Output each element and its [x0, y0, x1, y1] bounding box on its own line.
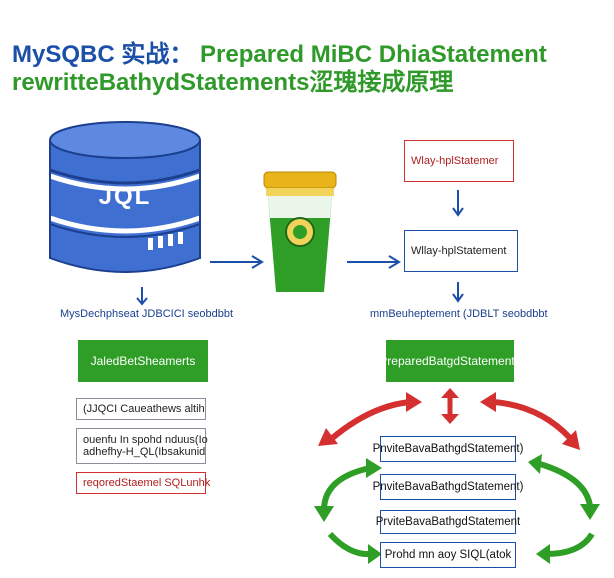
right-panel-item: Prohd mn aoy SIQL(atok — [380, 542, 516, 568]
statement-box-middle-label: Wllay-hplStatement — [411, 245, 507, 257]
title-line-1: MySQBC 实战： Prepared MiBC DhiaStatement — [12, 34, 547, 69]
coffee-cup-icon — [263, 171, 337, 292]
right-panel-item: PrviteBavaBathgdStatement — [376, 510, 520, 534]
title-part-2: Prepared MiBC DhiaStatement — [200, 41, 547, 68]
statement-box-middle: Wllay-hplStatement — [404, 230, 518, 272]
title-line-2: rewritteBathydStatements涩瑰接成原理 — [12, 69, 454, 96]
caption-right: mmBeuheptement (JDBLT seobdbbt — [370, 308, 548, 320]
right-panel-header: PreparedBatgdStatements — [379, 340, 521, 382]
arrow-right-icon — [210, 255, 264, 269]
left-panel-header: JaledBetSheamerts — [78, 340, 208, 382]
left-panel-item: reqoredStaemel SQLunhk — [76, 472, 210, 494]
arrow-down-icon — [136, 287, 148, 306]
arrow-down-icon — [452, 282, 464, 303]
caption-left: MysDechphseat JDBCICI seobdbbt — [60, 308, 234, 320]
double-arrow-icon — [441, 388, 459, 424]
database-icon — [49, 121, 201, 273]
statement-box-top: Wlay-hplStatemer — [404, 140, 514, 182]
left-panel-item: (JJQCI Caueathews altih — [76, 398, 206, 420]
right-panel-item: PnviteBavaBathgdStatement) — [373, 474, 523, 500]
statement-box-top-label: Wlay-hplStatemer — [411, 155, 499, 167]
arrow-right-icon — [347, 255, 401, 269]
left-panel-item: ouenfu In spohd nduus(Io adhefhy-H_QL(Ib… — [76, 428, 208, 464]
right-panel-item: PnviteBavaBathgdStatement) — [373, 436, 523, 462]
database-label: JQL — [98, 183, 152, 210]
arrow-down-icon — [452, 190, 464, 217]
cycle-arrows-icon — [314, 392, 600, 564]
title-part-1: MySQBC 实战： — [12, 41, 194, 68]
